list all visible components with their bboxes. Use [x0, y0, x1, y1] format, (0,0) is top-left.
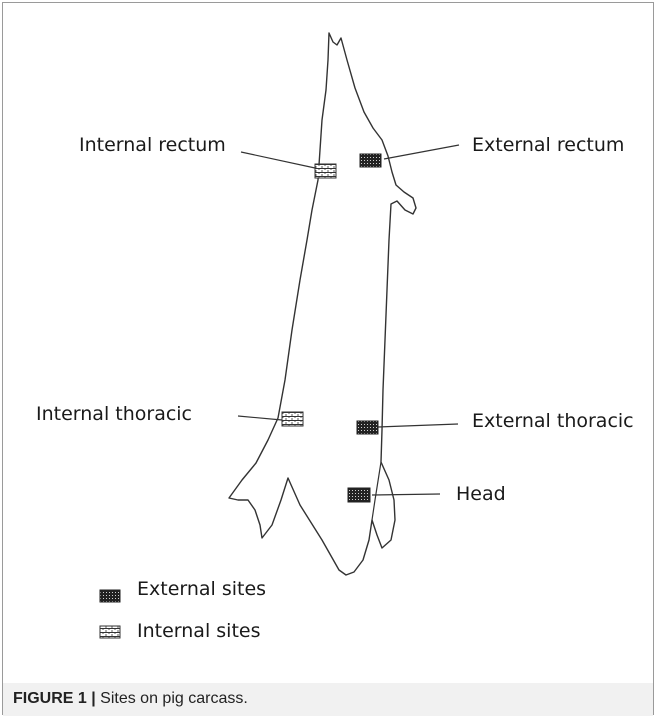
legend-internal-label: Internal sites [137, 622, 260, 641]
external-rectum-label: External rectum [472, 136, 624, 155]
internal-thoracic-marker [282, 412, 303, 426]
figure-caption: FIGURE 1 | Sites on pig carcass. [13, 690, 248, 708]
internal-rectum-label: Internal rectum [79, 136, 226, 155]
external-thoracic-label: External thoracic [472, 412, 634, 431]
head-label: Head [456, 485, 506, 504]
internal-rectum-marker [315, 164, 336, 178]
head-marker [348, 488, 370, 502]
external-thoracic-leader [378, 424, 458, 427]
carcass-outline [229, 33, 416, 575]
internal-rectum-leader [241, 152, 315, 168]
external-thoracic-marker [357, 421, 378, 434]
caption-text: Sites on pig carcass. [96, 690, 248, 707]
legend-internal-swatch [100, 626, 120, 638]
caption-prefix: FIGURE 1 | [13, 690, 96, 707]
leg-inner-line [372, 462, 381, 520]
internal-thoracic-label: Internal thoracic [36, 405, 192, 424]
head-leader [372, 494, 440, 495]
legend-external-swatch [100, 590, 120, 602]
internal-thoracic-leader [238, 416, 282, 420]
legend-external-label: External sites [137, 580, 266, 599]
external-rectum-marker [360, 154, 381, 167]
external-rectum-leader [384, 145, 459, 159]
